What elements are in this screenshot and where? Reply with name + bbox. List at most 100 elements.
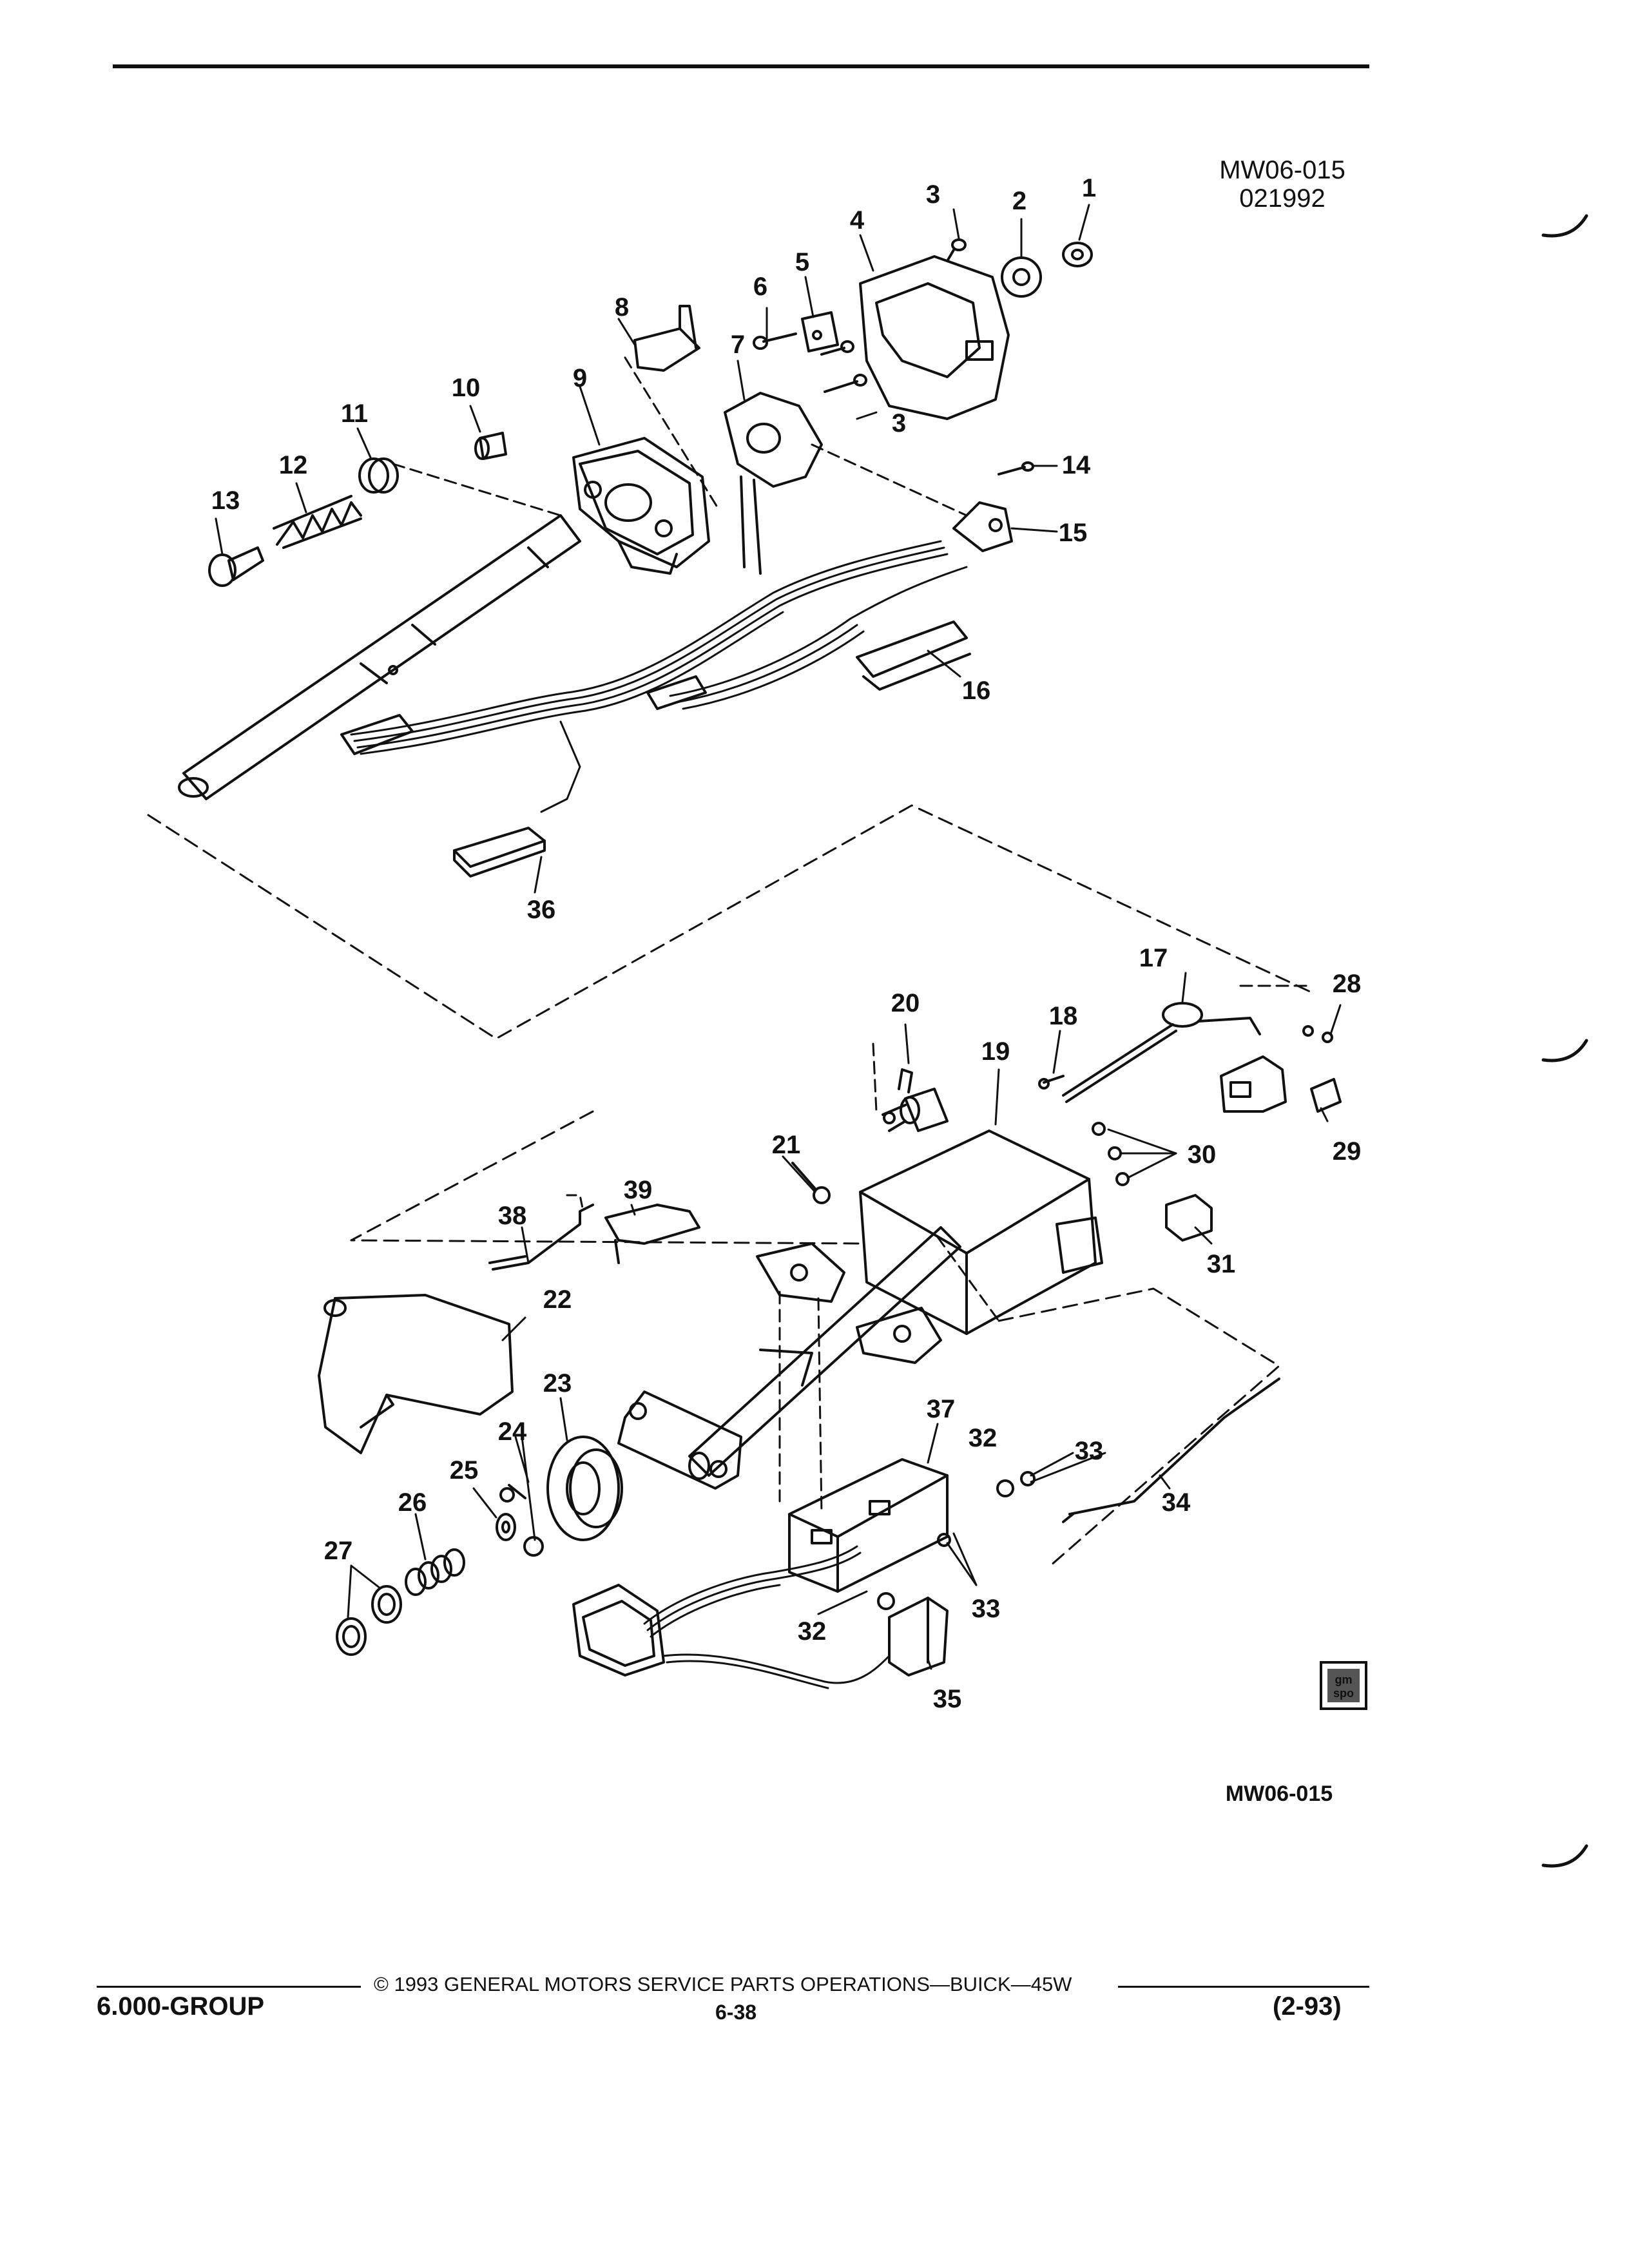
lower-leaders: [347, 972, 1342, 1670]
callout-26: 26: [398, 1488, 427, 1517]
callout-15: 15: [1059, 519, 1088, 547]
callout-34: 34: [1162, 1488, 1191, 1517]
bracket-39: [604, 1204, 700, 1264]
callout-8: 8: [615, 293, 629, 322]
callout-10: 10: [452, 374, 481, 402]
footer-revision: (2-93): [1273, 1992, 1342, 2021]
plate-23: [617, 1390, 742, 1490]
bolt-13: [208, 546, 264, 587]
callout-14: 14: [1062, 451, 1091, 479]
retainer-2: [1001, 256, 1042, 298]
module-36: [453, 827, 546, 878]
callout-27: 27: [324, 1537, 353, 1565]
part-5: [801, 311, 839, 352]
rod-34: [1062, 1378, 1280, 1523]
binding-marks: [1541, 214, 1588, 1868]
footer-group: 6.000-GROUP: [97, 1992, 265, 2021]
screw-14: [998, 461, 1034, 476]
callout-6: 6: [753, 273, 767, 301]
lock-cylinder-20: [882, 1068, 949, 1132]
nut-21: [791, 1162, 831, 1204]
callout-3-top: 3: [926, 180, 940, 209]
callout-9: 9: [573, 364, 587, 392]
lock-housing: [572, 437, 710, 575]
upper-boundary-line: [147, 804, 1313, 1040]
lower-harness: [643, 1545, 891, 1689]
callout-25: 25: [450, 1456, 479, 1485]
shield-22: [318, 1294, 514, 1454]
bushing-11: [358, 457, 399, 494]
callout-5: 5: [795, 248, 809, 276]
screw-24: [499, 1484, 526, 1503]
upper-leaders: [215, 204, 1090, 894]
svg-text:gm: gm: [1335, 1673, 1353, 1686]
callout-19: 19: [981, 1037, 1010, 1066]
callout-2: 2: [1012, 187, 1027, 215]
dashed-38-39: [566, 1194, 584, 1213]
screw-6: [753, 332, 797, 350]
callout-33-bottom: 33: [972, 1595, 1001, 1623]
callout-28: 28: [1333, 970, 1362, 998]
callout-38: 38: [498, 1202, 527, 1230]
nut-1: [1062, 242, 1093, 267]
lower-brackets: [756, 1242, 942, 1364]
callout-35: 35: [933, 1685, 962, 1713]
clip-8: [633, 305, 700, 372]
callout-37: 37: [927, 1395, 956, 1423]
callout-labels: 1 2 3 4 5 6 7 3 8 9 10 11 12 13 14 15 16…: [211, 174, 1362, 1713]
footer-rule-right: [1118, 1986, 1369, 1988]
callout-12: 12: [279, 451, 308, 479]
washer-27b: [371, 1585, 402, 1624]
wire-38: [488, 1204, 594, 1271]
callout-11: 11: [341, 399, 368, 428]
cap-31: [1165, 1194, 1213, 1242]
upper-harness: [350, 540, 968, 755]
steering-shaft: [178, 514, 581, 800]
bottom-drawing-code: MW06-015: [1226, 1782, 1333, 1806]
lower-shaft: [688, 1226, 961, 1480]
callout-22: 22: [543, 1285, 572, 1314]
callout-36: 36: [527, 896, 556, 924]
callout-16: 16: [962, 677, 991, 705]
callout-13: 13: [211, 486, 240, 515]
callout-3-mid: 3: [892, 409, 906, 437]
lower-dashed-guides: [778, 1043, 1000, 1515]
callout-23: 23: [543, 1369, 572, 1398]
callout-20: 20: [891, 989, 920, 1017]
bearing-ring: [546, 1436, 623, 1541]
switch-7: [724, 392, 823, 575]
screw-3-mid: [820, 340, 867, 393]
bracket-15: [952, 501, 1013, 552]
footer-copyright: © 1993 GENERAL MOTORS SERVICE PARTS OPER…: [374, 1973, 1072, 1995]
callout-7: 7: [731, 331, 745, 359]
washer-27a: [336, 1617, 367, 1656]
harness-lead: [540, 720, 581, 813]
switch-28-29: [1220, 1025, 1342, 1113]
screw-18: [1038, 1075, 1065, 1090]
cover-4: [859, 255, 1010, 420]
screw-3-top: [946, 238, 967, 262]
callout-4: 4: [850, 206, 865, 235]
callout-18: 18: [1049, 1002, 1078, 1030]
callout-32-top: 32: [969, 1424, 998, 1452]
upper-dashed-guides: [392, 356, 968, 517]
hardware-32-33: [877, 1471, 1036, 1610]
svg-text:spo: spo: [1333, 1687, 1354, 1700]
callout-30: 30: [1188, 1140, 1217, 1169]
washer-25: [496, 1513, 516, 1541]
callout-24: 24: [498, 1418, 527, 1446]
callout-21: 21: [772, 1131, 801, 1159]
connector-left-upper: [340, 714, 414, 755]
spring-12: [273, 495, 362, 549]
date-code: 021992: [1239, 184, 1325, 213]
callout-31: 31: [1207, 1250, 1236, 1278]
top-rule: [113, 64, 1369, 68]
lower-boundary-left: [350, 1110, 865, 1245]
footer-page: 6-38: [715, 2001, 757, 2024]
footer-rule-left: [97, 1986, 361, 1988]
callout-29: 29: [1333, 1137, 1362, 1166]
gm-spo-logo: gm spo: [1320, 1661, 1367, 1710]
connector-mid-upper: [646, 675, 707, 710]
module-35: [888, 1597, 949, 1677]
